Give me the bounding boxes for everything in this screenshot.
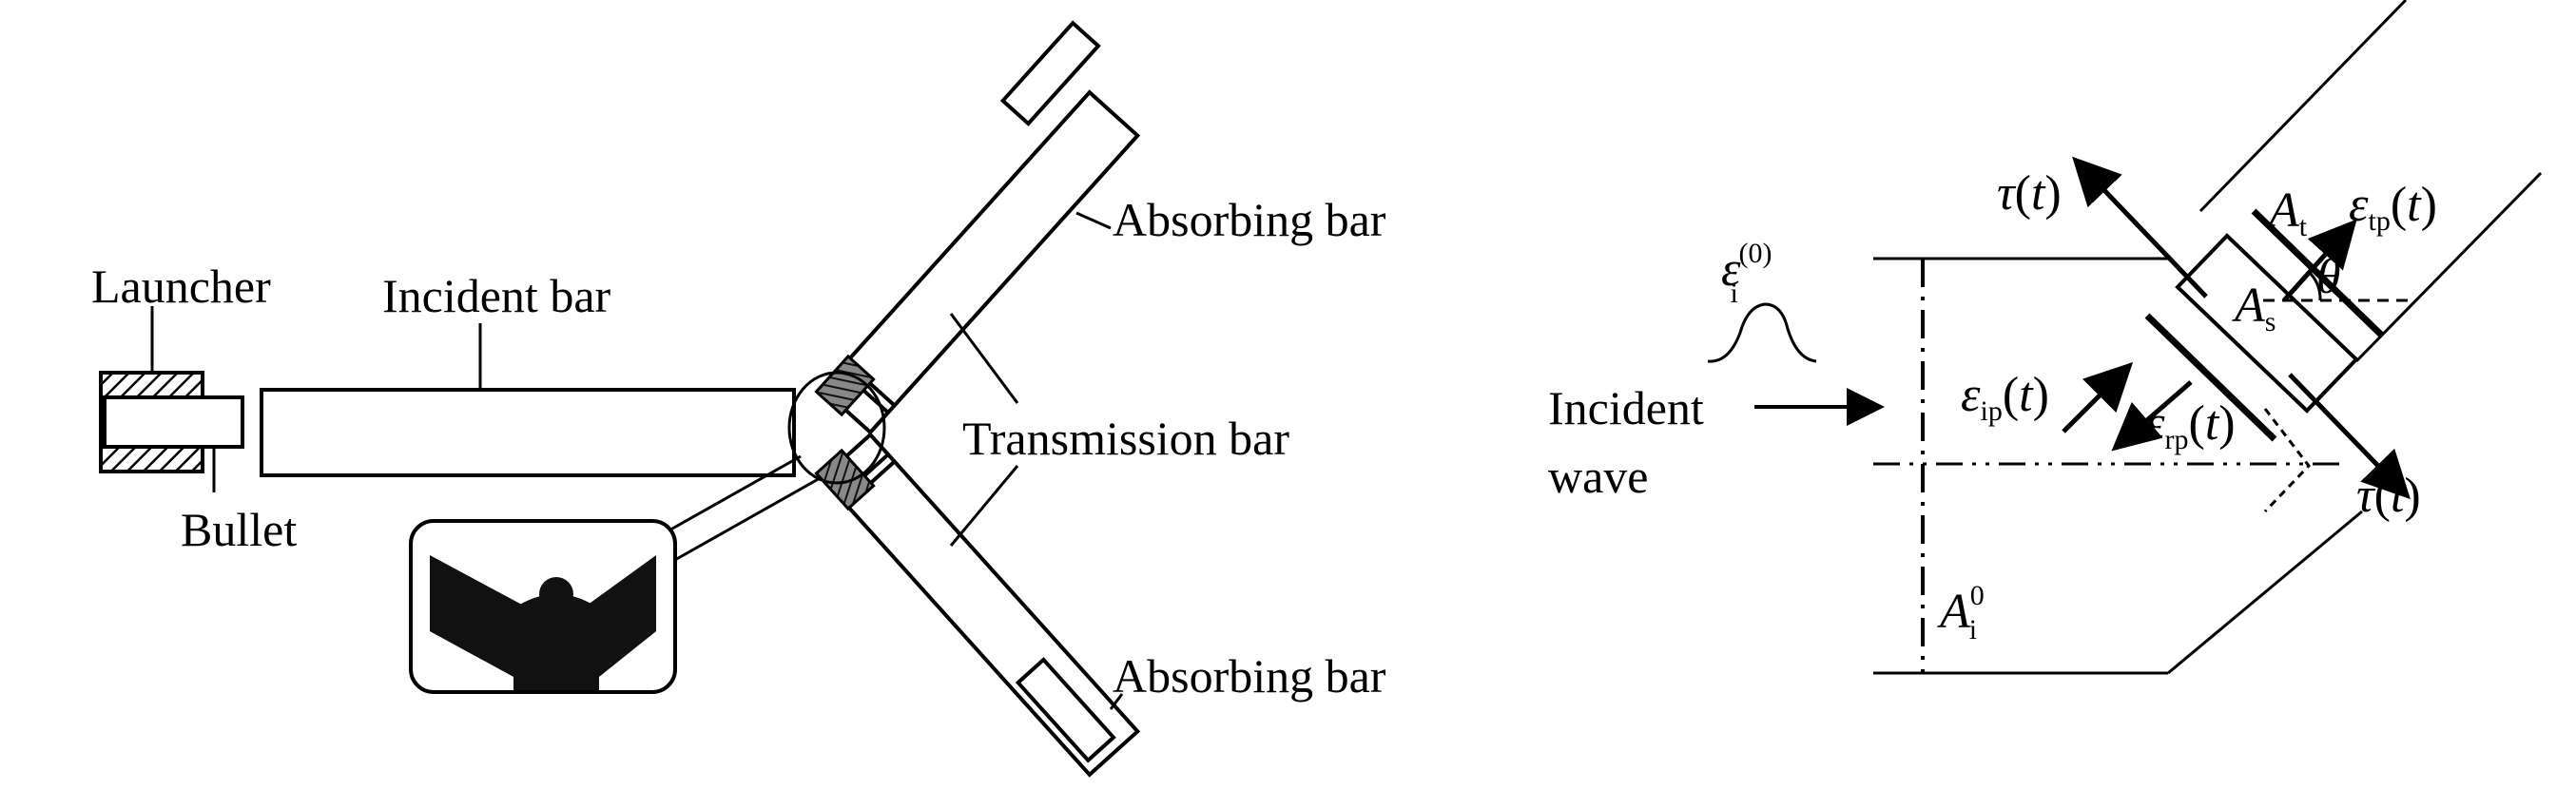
eps-ip-arrow — [2062, 361, 2134, 433]
absorbing-bar-bottom-label: Absorbing bar — [1113, 649, 1386, 703]
eps-rp-label: εrp(t) — [2145, 396, 2236, 455]
area-specimen-label: As — [2232, 279, 2276, 337]
eps-i0-label: ε(0)i — [1721, 238, 1772, 309]
tau-arrow-lower — [2288, 373, 2411, 500]
area-transmitted-label: At — [2266, 183, 2308, 242]
eps-tp-label: εtp(t) — [2349, 178, 2437, 237]
incident-bar — [260, 388, 796, 477]
eps-tp-arrow — [2282, 219, 2357, 302]
tip-dashed-triangle — [2263, 408, 2311, 513]
incident-bar-lower-bevel — [2167, 510, 2363, 675]
specimen-inset — [409, 519, 677, 694]
incident-wave-label-line2: wave — [1548, 450, 1649, 503]
incident-wave-label-line1: Incident — [1548, 381, 1704, 434]
theta-label: θ — [2316, 250, 2341, 304]
incident-pulse — [1707, 302, 1817, 363]
tau-arrow-upper — [2072, 156, 2208, 299]
specimen-wave-diagram — [1707, 0, 2543, 675]
eps-rp-arrow — [2111, 380, 2193, 452]
absorbing-bar-upper — [999, 20, 1101, 126]
transmission-bar-edge-left — [2198, 0, 2408, 213]
launcher-label: Launcher — [91, 260, 271, 313]
specimen-lower — [814, 448, 876, 511]
absorbing-bar-leader-lower — [1109, 693, 1124, 710]
tau-lower-label: τ(t) — [2356, 469, 2421, 523]
absorbing-bar-lower — [1015, 657, 1116, 763]
detail-circle — [787, 371, 886, 485]
transmission-bar-label: Transmission bar — [962, 412, 1289, 465]
bullet — [103, 395, 244, 449]
theta-arc — [2309, 273, 2322, 301]
incident-bar-label: Incident bar — [382, 269, 611, 322]
bullet-label: Bullet — [181, 503, 297, 556]
transmission-bar-edge-right — [2354, 171, 2543, 363]
transmission-bar-leader-lower — [949, 465, 1019, 547]
transmission-bar-leader-upper — [949, 313, 1019, 404]
shpb-apparatus — [99, 20, 1141, 778]
absorbing-bar-top-label: Absorbing bar — [1113, 193, 1386, 246]
tau-upper-label: τ(t) — [1997, 166, 2062, 221]
eps-ip-label: εip(t) — [1961, 368, 2049, 427]
launcher — [99, 371, 204, 473]
absorbing-bar-leader-upper — [1075, 211, 1112, 230]
